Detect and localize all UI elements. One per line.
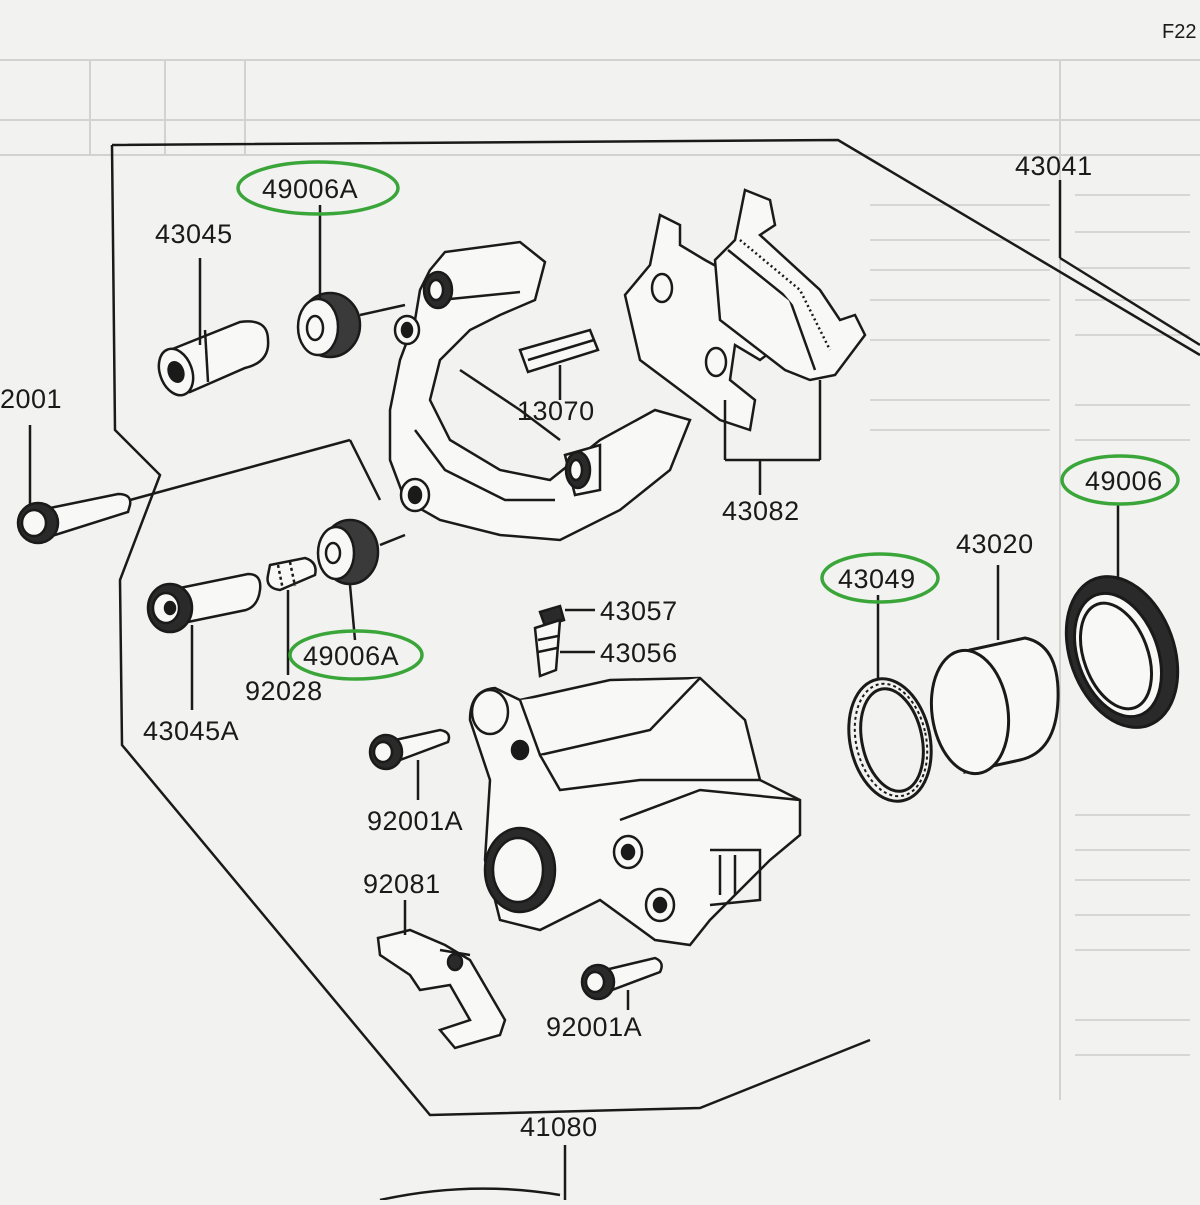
slide-pin-43045A: [146, 572, 262, 634]
label-49006A-bottom: 49006A: [303, 641, 399, 671]
caliper-body-41080: [468, 676, 802, 947]
label-43041: 43041: [1015, 151, 1093, 181]
label-49006A-top: 49006A: [262, 174, 358, 204]
bleeder-valve: [533, 604, 566, 678]
boot-49006A-bottom: [316, 518, 380, 586]
label-43049: 43049: [838, 564, 916, 594]
label-13070: 13070: [517, 396, 595, 426]
label-12001: 2001: [0, 384, 62, 414]
label-92028: 92028: [245, 676, 323, 706]
label-43020: 43020: [956, 529, 1034, 559]
sleeve-92028: [266, 556, 317, 592]
background-table-ghost: [0, 59, 1200, 1100]
caliper-bracket: [388, 240, 692, 542]
label-43056: 43056: [600, 638, 678, 668]
brake-pads-43082: [623, 188, 867, 432]
label-92001A-left: 92001A: [367, 806, 463, 836]
label-43045: 43045: [155, 219, 233, 249]
brake-disc-partial: [379, 1187, 561, 1202]
part-number-labels: 49006A 43045 43041 2001 13070 43082 4900…: [0, 151, 1163, 1142]
background-ghost-rows: [870, 194, 1190, 1056]
piston-43020: [929, 636, 1060, 776]
label-43082: 43082: [722, 496, 800, 526]
highlight-ellipses: [236, 160, 1180, 681]
leader-lines: [28, 180, 1200, 1200]
bolt-12001: [16, 492, 132, 545]
label-49006: 49006: [1085, 466, 1163, 496]
label-41080: 41080: [520, 1112, 598, 1142]
slide-pin-43045: [157, 320, 270, 397]
pad-spring-13070: [518, 328, 600, 374]
highlight-43049: [820, 552, 940, 604]
label-43045A: 43045A: [143, 716, 239, 746]
pad-spring-92081: [376, 928, 507, 1050]
bolt-92001A-left: [368, 728, 451, 771]
assembly-frame: [110, 138, 1200, 1117]
dust-seal-49006: [1064, 575, 1180, 729]
boot-49006A-top: [296, 291, 362, 359]
highlight-49006: [1060, 454, 1180, 506]
highlight-49006A-bottom: [288, 629, 424, 681]
page-reference: F22: [1162, 21, 1196, 43]
label-92081: 92081: [363, 869, 441, 899]
piston-seal-43049: [847, 677, 933, 803]
bolt-92001A-bottom: [580, 956, 663, 1001]
highlight-49006A-top: [236, 160, 400, 216]
label-43057: 43057: [600, 596, 678, 626]
label-92001A-bottom: 92001A: [546, 1012, 642, 1042]
